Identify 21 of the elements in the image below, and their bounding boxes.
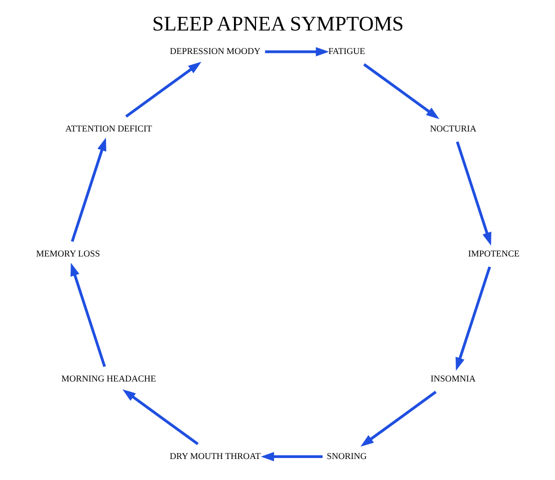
node-text: SNORING bbox=[326, 450, 366, 461]
arrow bbox=[360, 390, 436, 447]
arrow bbox=[264, 47, 329, 56]
node-text: NOCTURIA bbox=[429, 123, 476, 134]
node-text: DEPRESSION MOODY bbox=[169, 46, 260, 56]
arrow bbox=[260, 452, 322, 462]
node-text: FATIGUE bbox=[328, 46, 365, 56]
arrow bbox=[70, 138, 106, 242]
node-text: MORNING HEADACHE bbox=[60, 374, 156, 384]
arrow bbox=[122, 389, 198, 446]
arrow bbox=[455, 266, 490, 371]
arrow bbox=[124, 62, 201, 118]
arrow bbox=[70, 262, 106, 368]
node-text: ATTENTION DEFICIT bbox=[64, 123, 152, 134]
node-text: DRY MOUTH THROAT bbox=[169, 450, 260, 461]
arrow bbox=[362, 63, 439, 120]
node-text: INSOMNIA bbox=[430, 374, 476, 384]
node-text: IMPOTENCE bbox=[468, 248, 520, 259]
arrow bbox=[455, 141, 491, 246]
node-text: MEMORY LOSS bbox=[36, 248, 100, 259]
diagram-title: SLEEP APNEA SYMPTOMS bbox=[152, 13, 404, 36]
